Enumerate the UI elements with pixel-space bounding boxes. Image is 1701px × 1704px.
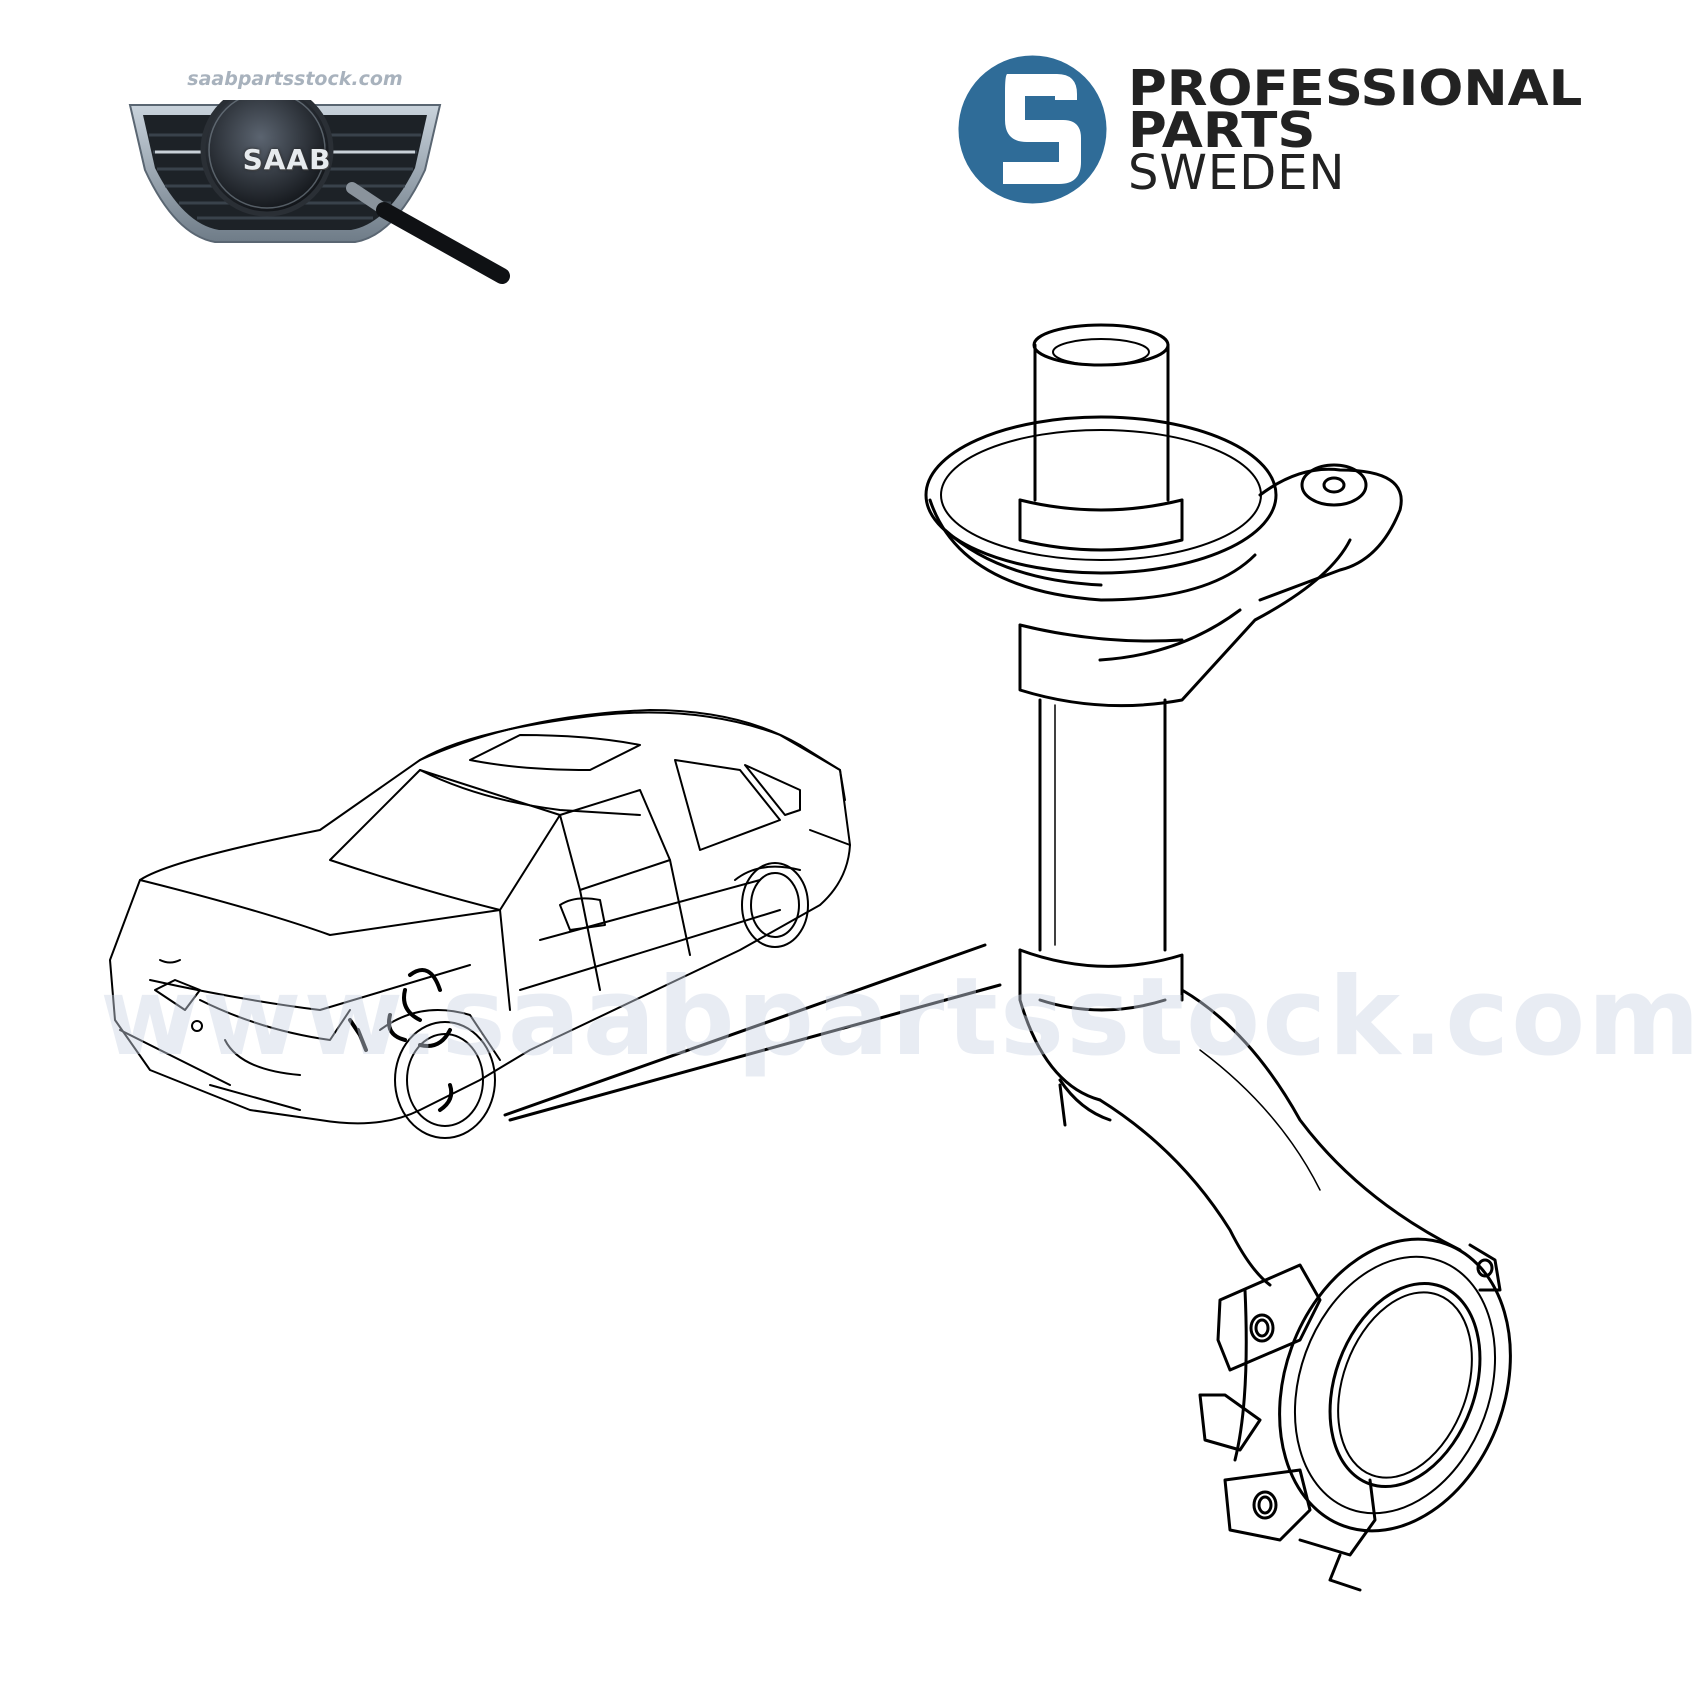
car-illustration <box>109 709 851 1139</box>
professional-parts-sweden-mark-icon <box>958 55 1107 204</box>
magnifier-icon <box>346 182 510 284</box>
brand-line-sweden: SWEDEN <box>1128 145 1346 201</box>
saab-badge-text: SAAB <box>242 143 332 176</box>
brand-line-parts: PARTS <box>1128 102 1316 159</box>
site-url-text: saabpartsstock.com <box>187 68 403 90</box>
brand-wordmark: PROFESSIONAL PARTS SWEDEN <box>1128 64 1582 201</box>
strut-knuckle-part <box>924 323 1512 1592</box>
leader-lines <box>503 943 1002 1122</box>
watermark-text: www.saabpartsstock.com <box>100 955 1701 1080</box>
brand-line-professional: PROFESSIONAL <box>1128 60 1583 117</box>
saab-grille-icon <box>128 100 442 243</box>
